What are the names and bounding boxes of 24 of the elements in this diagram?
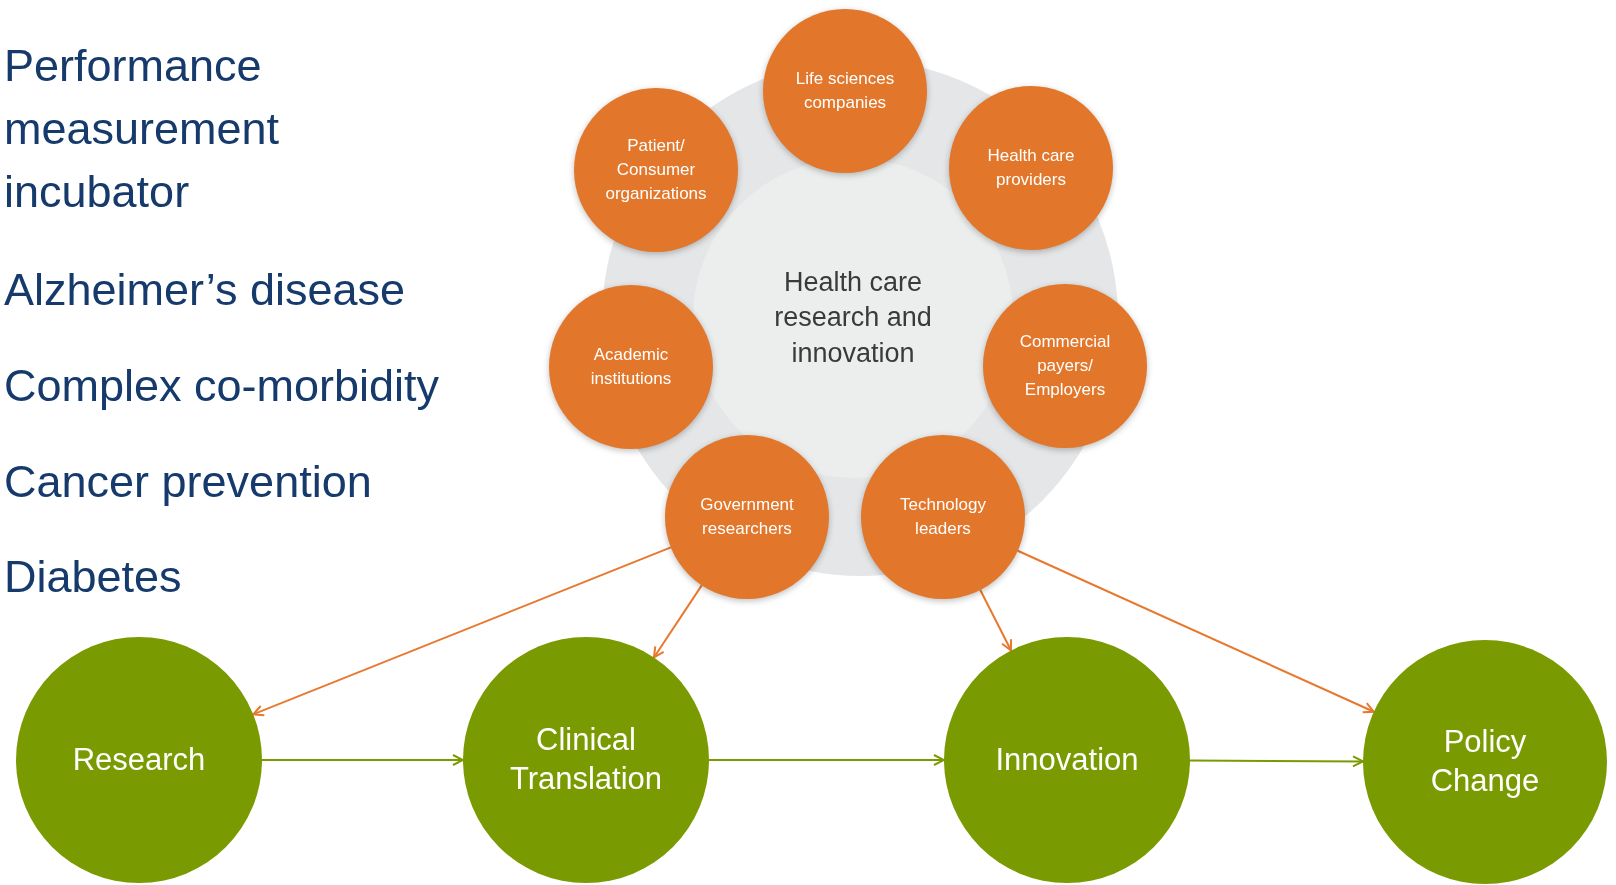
node-label: Commercial payers/ Employers <box>1018 331 1112 401</box>
node-label: Research <box>72 740 206 779</box>
arrow <box>708 754 945 766</box>
arrow <box>1016 549 1375 714</box>
node-label: Health care providers <box>986 145 1076 191</box>
topic-label: Performance measurement incubator <box>4 39 281 219</box>
topic-label: Diabetes <box>4 550 183 604</box>
topic-label: Complex co-morbidity <box>4 359 441 413</box>
node-label: Patient/ Consumer organizations <box>604 135 708 205</box>
arrow <box>652 584 703 659</box>
arrow <box>979 589 1013 652</box>
node-label: Technology leaders <box>899 494 987 540</box>
topic-label: Cancer prevention <box>4 455 373 509</box>
topic-label: Alzheimer’s disease <box>4 263 407 317</box>
node-label: Life sciences companies <box>794 68 896 114</box>
node-label: Academic institutions <box>589 344 673 390</box>
node-label: Government researchers <box>699 494 795 540</box>
arrow <box>261 754 464 766</box>
arrow <box>1189 755 1364 768</box>
node-label: Policy Change <box>1429 723 1541 800</box>
node-label: Health care research and innovation <box>773 266 933 370</box>
node-label: Clinical Translation <box>508 721 664 798</box>
arrow <box>252 546 672 717</box>
node-label: Innovation <box>995 740 1139 779</box>
